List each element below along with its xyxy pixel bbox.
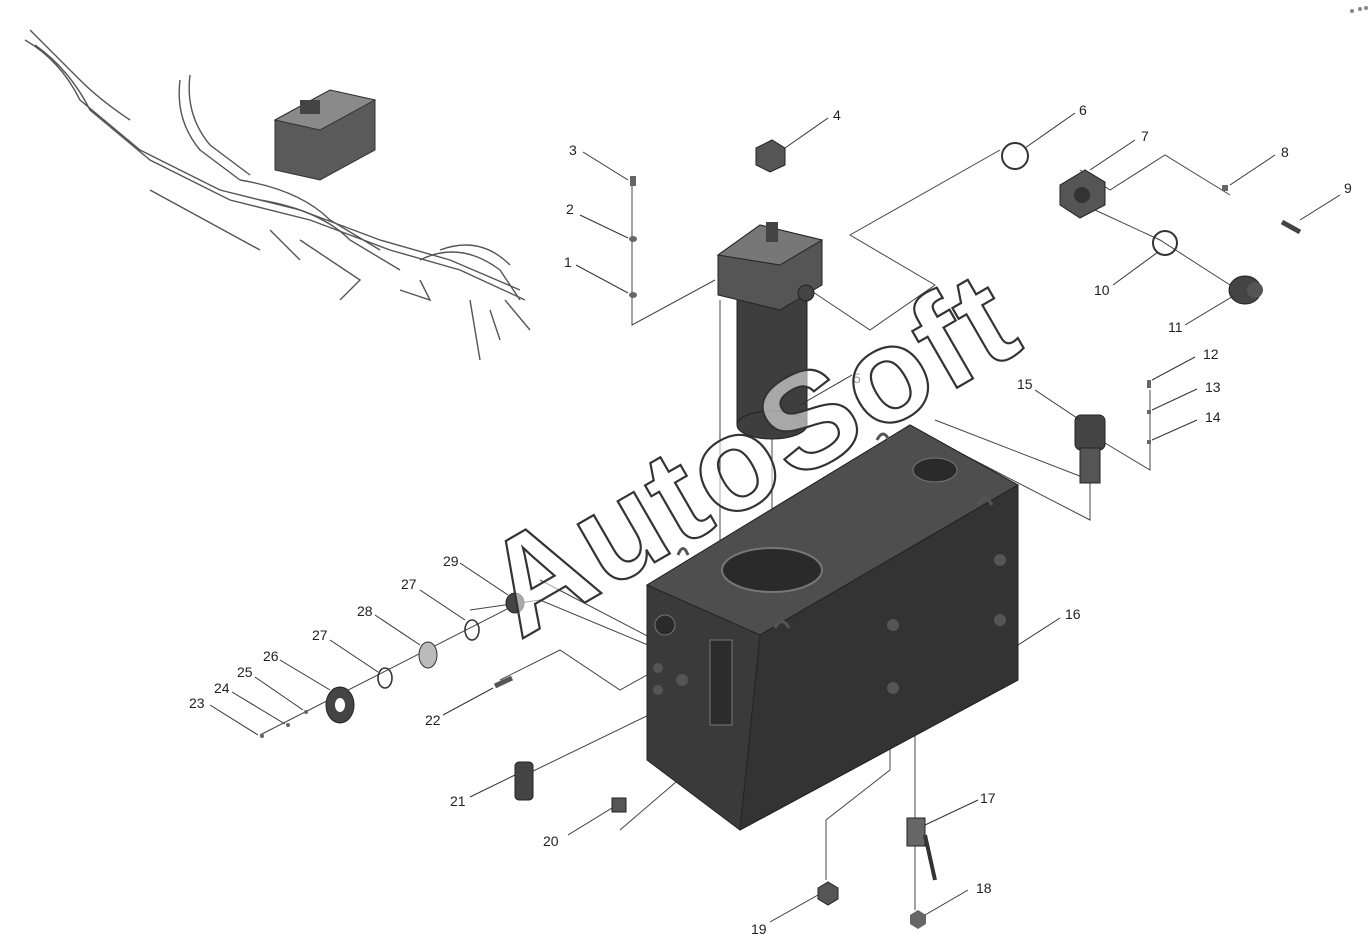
callout-7: 7 bbox=[1141, 128, 1149, 144]
callout-27-lower: 27 bbox=[312, 627, 328, 643]
callout-24: 24 bbox=[214, 680, 230, 696]
callout-16: 16 bbox=[1065, 606, 1081, 622]
callout-22: 22 bbox=[425, 712, 441, 728]
callout-28: 28 bbox=[357, 603, 373, 619]
callout-26: 26 bbox=[263, 648, 279, 664]
callout-18: 18 bbox=[976, 880, 992, 896]
callout-14: 14 bbox=[1205, 409, 1221, 425]
hydraulic-tank bbox=[645, 424, 1020, 831]
callout-15: 15 bbox=[1017, 376, 1033, 392]
callout-27-upper: 27 bbox=[401, 576, 417, 592]
overview-thumbnail bbox=[24, 29, 531, 361]
overview-tank-thumbnail bbox=[273, 89, 377, 181]
callout-19: 19 bbox=[751, 921, 767, 937]
callout-21: 21 bbox=[450, 793, 466, 809]
callout-13: 13 bbox=[1205, 379, 1221, 395]
callout-23: 23 bbox=[189, 695, 205, 711]
callout-5: 5 bbox=[853, 370, 861, 386]
callout-12: 12 bbox=[1203, 346, 1219, 362]
callout-3: 3 bbox=[569, 142, 577, 158]
callout-25: 25 bbox=[237, 664, 253, 680]
callout-2: 2 bbox=[566, 201, 574, 217]
callout-leaders bbox=[209, 112, 1341, 923]
callout-6: 6 bbox=[1079, 102, 1087, 118]
callout-1: 1 bbox=[564, 254, 572, 270]
return-filter bbox=[716, 222, 824, 440]
callout-11: 11 bbox=[1168, 319, 1183, 335]
callout-20: 20 bbox=[543, 833, 559, 849]
corner-mark bbox=[1350, 6, 1368, 13]
callout-29: 29 bbox=[443, 553, 459, 569]
callout-17: 17 bbox=[980, 790, 996, 806]
callout-9: 9 bbox=[1344, 180, 1352, 196]
callout-labels: 1 2 3 4 5 6 7 8 9 10 11 12 13 14 15 16 1… bbox=[189, 102, 1352, 937]
small-parts bbox=[260, 139, 1302, 929]
callout-10: 10 bbox=[1094, 282, 1110, 298]
callout-4: 4 bbox=[833, 107, 841, 123]
callout-8: 8 bbox=[1281, 144, 1289, 160]
